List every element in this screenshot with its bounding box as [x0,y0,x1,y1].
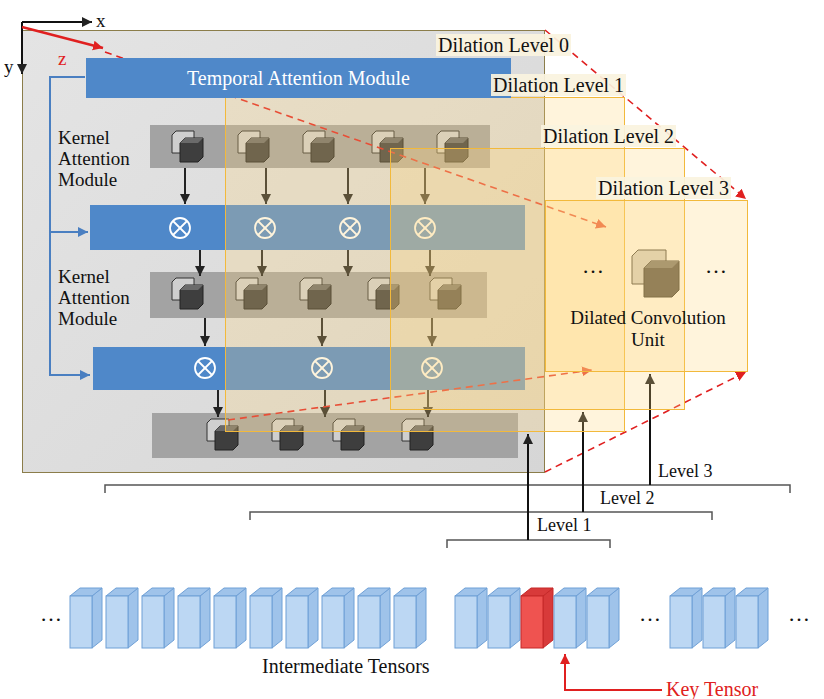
slab-front [455,596,477,648]
level-label: Level 3 [658,461,712,481]
slab-front [394,596,416,648]
node-text: Temporal Attention Module [187,67,410,90]
slab-top [488,588,520,596]
slab-side [416,588,426,648]
slab-side [692,588,702,648]
dilation-panel: Dilation Level 3Dilated Convolution Unit [545,200,748,372]
slab-side [725,588,735,648]
slab-front [142,596,164,648]
slab-front [106,596,128,648]
cube-front [180,285,203,309]
slab-top [554,588,586,596]
slab-front [488,596,510,648]
ellipsis: … [40,601,62,626]
panel-heading: Dilation Level 1 [491,74,626,96]
cube-top [180,285,203,290]
panel-heading: Dilation Level 2 [541,125,676,147]
slab-side [92,588,102,648]
axis-label: x [96,10,106,31]
slab-top [587,588,619,596]
attention-bracket [50,77,90,375]
axis-label: y [4,56,14,77]
slab-top [214,588,246,596]
otimes-cross [198,361,212,375]
slab-top [455,588,487,596]
caption-label: Intermediate Tensors [262,655,430,677]
slab-side [758,588,768,648]
module-label: Kernel Attention Module [58,266,150,329]
slab-side [164,588,174,648]
level-label: Level 1 [537,515,591,535]
ellipsis: … [788,601,810,626]
slab-front [286,596,308,648]
slab-side [272,588,282,648]
slab-top [670,588,702,596]
slab-side [308,588,318,648]
slab-top [322,588,354,596]
axes [22,22,103,74]
key-arrow [565,654,662,690]
slab-side [380,588,390,648]
slab-front [70,596,92,648]
node-text: Dilated Convolution Unit [560,307,736,351]
slab-side [200,588,210,648]
ellipsis: … [582,253,604,278]
tensor-slabs [70,588,768,648]
slab-front [521,596,543,648]
slab-side [576,588,586,648]
slab-side [344,588,354,648]
slab-top [394,588,426,596]
level-label: Level 2 [600,488,654,508]
cube-top [180,138,203,143]
slab-front [554,596,576,648]
otimes-cross [173,221,187,235]
slab-front [250,596,272,648]
slab-front [703,596,725,648]
module-label: Kernel Attention Module [58,127,150,190]
key-label: Key Tensor [666,678,758,699]
axis-label: z [58,48,66,69]
slab-top [736,588,768,596]
slab-top [106,588,138,596]
slab-top [521,588,553,596]
slab-top [358,588,390,596]
ellipsis: … [705,253,727,278]
slab-front [358,596,380,648]
slab-front [670,596,692,648]
slab-side [510,588,520,648]
slab-side [236,588,246,648]
slab-top [703,588,735,596]
slab-front [214,596,236,648]
slab-top [142,588,174,596]
slab-top [178,588,210,596]
slab-top [286,588,318,596]
slab-front [178,596,200,648]
otimes-ring [170,218,190,238]
panel-heading: Dilation Level 0 [436,34,571,56]
level-brackets [105,485,790,548]
slab-front [736,596,758,648]
otimes-cross [198,361,212,375]
temporal-attention-band: Temporal Attention Module [86,58,511,98]
slab-front [322,596,344,648]
slab-side [609,588,619,648]
slab-front [587,596,609,648]
slab-side [543,588,553,648]
panel-heading: Dilation Level 3 [596,177,731,199]
otimes-ring [195,358,215,378]
slab-side [128,588,138,648]
slab-top [70,588,102,596]
slab-top [250,588,282,596]
otimes-cross [173,221,187,235]
conv-unit: Dilated Convolution Unit [560,307,736,351]
ellipsis: … [639,601,661,626]
slab-side [477,588,487,648]
cube-front [180,138,203,162]
